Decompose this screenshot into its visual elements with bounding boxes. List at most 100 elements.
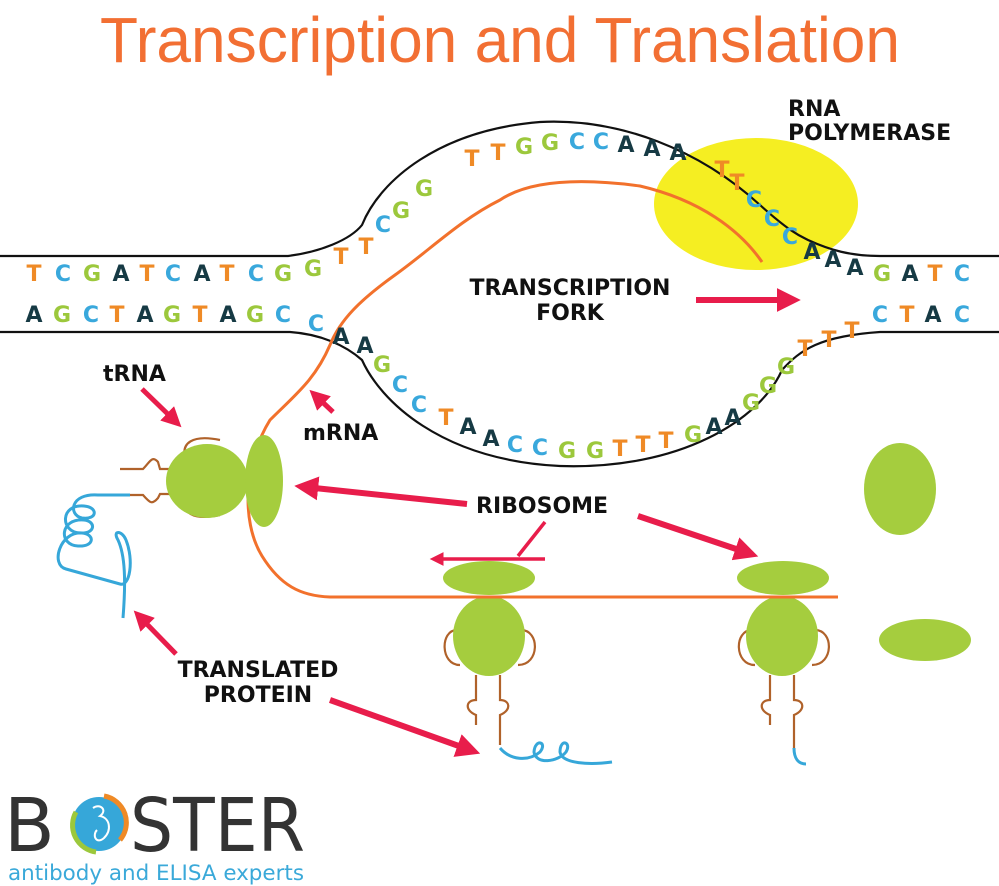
protein-right-icon [792, 747, 807, 766]
arrow-ribosome-down-icon [516, 520, 547, 558]
svg-text:A: A [332, 325, 349, 350]
svg-text:G: G [684, 423, 702, 448]
svg-text:T: T [333, 245, 348, 270]
svg-text:A: A [803, 240, 820, 265]
svg-text:C: C [165, 262, 181, 287]
svg-text:C: C [954, 262, 970, 287]
svg-text:A: A [824, 248, 841, 273]
svg-text:A: A [846, 256, 863, 281]
page-title: Transcription and Translation [100, 4, 900, 76]
svg-text:C: C [764, 207, 780, 232]
label-trna: tRNA [103, 362, 166, 387]
dna-bottom-left-bases: A G C T A G T A G C C [25, 303, 324, 337]
svg-text:G: G [742, 391, 760, 416]
svg-text:T: T [714, 158, 729, 183]
svg-text:C: C [375, 213, 391, 238]
svg-text:A: A [459, 415, 476, 440]
svg-text:G: G [53, 303, 71, 328]
svg-text:G: G [163, 303, 181, 328]
arrow-ribosome-left-icon [294, 476, 468, 507]
boster-logo: B STER antibody and ELISA experts [4, 783, 305, 885]
svg-text:C: C [746, 188, 762, 213]
arrow-protein-right-icon [328, 697, 481, 757]
arrow-mrna-icon [309, 389, 335, 414]
svg-text:A: A [112, 262, 129, 287]
dna-bottom-bubble-bases: A A G C C T A A C C G G T T T G A A G G … [332, 319, 859, 464]
svg-text:G: G [246, 303, 264, 328]
svg-text:T: T [899, 303, 914, 328]
svg-text:A: A [901, 262, 918, 287]
label-translated-protein-2: PROTEIN [204, 683, 312, 708]
logo-letter-b: B [4, 783, 55, 869]
svg-text:T: T [658, 429, 673, 454]
svg-text:G: G [759, 374, 777, 399]
svg-text:C: C [507, 433, 523, 458]
logo-tagline: antibody and ELISA experts [8, 861, 304, 885]
svg-text:C: C [275, 303, 291, 328]
svg-text:G: G [392, 199, 410, 224]
logo-letters-ster: STER [130, 783, 305, 869]
annotation-arrows [133, 288, 801, 757]
dna-top-right-bases: G A T C [873, 262, 970, 287]
ribosome-right [737, 561, 830, 766]
svg-text:T: T [464, 147, 479, 172]
svg-text:C: C [308, 312, 324, 337]
svg-text:A: A [356, 334, 373, 359]
svg-text:T: T [139, 262, 154, 287]
svg-text:C: C [954, 303, 970, 328]
svg-text:G: G [373, 353, 391, 378]
dna-top-strand-line [0, 120, 999, 258]
svg-text:G: G [83, 262, 101, 287]
svg-text:A: A [705, 415, 722, 440]
svg-text:C: C [55, 262, 71, 287]
free-ribosome-small-subunit [879, 619, 971, 661]
protein-left-icon [56, 493, 132, 619]
arrow-trna-icon [140, 387, 182, 428]
svg-text:A: A [25, 303, 42, 328]
ribosome-middle [443, 561, 613, 765]
svg-text:G: G [558, 439, 576, 464]
dna-top-left-bases: T C G A T C A T C G G [26, 257, 322, 287]
svg-text:G: G [873, 262, 891, 287]
dna-top-bubble-bases: T T C G G T T G G C C A A A T T C C C A … [333, 130, 863, 281]
svg-text:C: C [392, 373, 408, 398]
svg-text:T: T [797, 337, 812, 362]
svg-text:G: G [415, 177, 433, 202]
arrow-protein-left-icon [133, 610, 178, 656]
svg-text:G: G [777, 355, 795, 380]
svg-text:G: G [541, 131, 559, 156]
svg-text:T: T [490, 141, 505, 166]
label-rna-polymerase-2: POLYMERASE [788, 121, 951, 146]
svg-text:T: T [729, 171, 744, 196]
svg-text:T: T [927, 262, 942, 287]
svg-text:T: T [26, 262, 41, 287]
free-ribosome-large-subunit [864, 443, 936, 535]
svg-text:C: C [532, 436, 548, 461]
dna-bottom-strand-line [0, 330, 999, 468]
label-translated-protein-1: TRANSLATED [178, 658, 339, 683]
svg-text:G: G [304, 257, 322, 282]
label-rna-polymerase-1: RNA [788, 97, 840, 122]
svg-text:T: T [438, 406, 453, 431]
svg-text:C: C [569, 130, 585, 155]
ribosome-left [56, 435, 283, 619]
label-transcription-fork-2: FORK [536, 301, 605, 326]
svg-text:G: G [586, 439, 604, 464]
label-ribosome: RIBOSOME [476, 494, 608, 519]
svg-text:C: C [411, 393, 427, 418]
svg-text:T: T [192, 303, 207, 328]
rna-polymerase-shape [654, 138, 858, 270]
svg-text:T: T [612, 437, 627, 462]
mrna-strand [246, 180, 838, 599]
svg-text:T: T [844, 319, 859, 344]
svg-text:C: C [782, 225, 798, 250]
protein-middle-icon [498, 741, 613, 765]
svg-text:A: A [136, 303, 153, 328]
svg-text:C: C [248, 262, 264, 287]
svg-text:A: A [219, 303, 236, 328]
svg-text:G: G [515, 135, 533, 160]
svg-text:T: T [358, 235, 373, 260]
svg-text:T: T [219, 262, 234, 287]
svg-text:C: C [593, 130, 609, 155]
